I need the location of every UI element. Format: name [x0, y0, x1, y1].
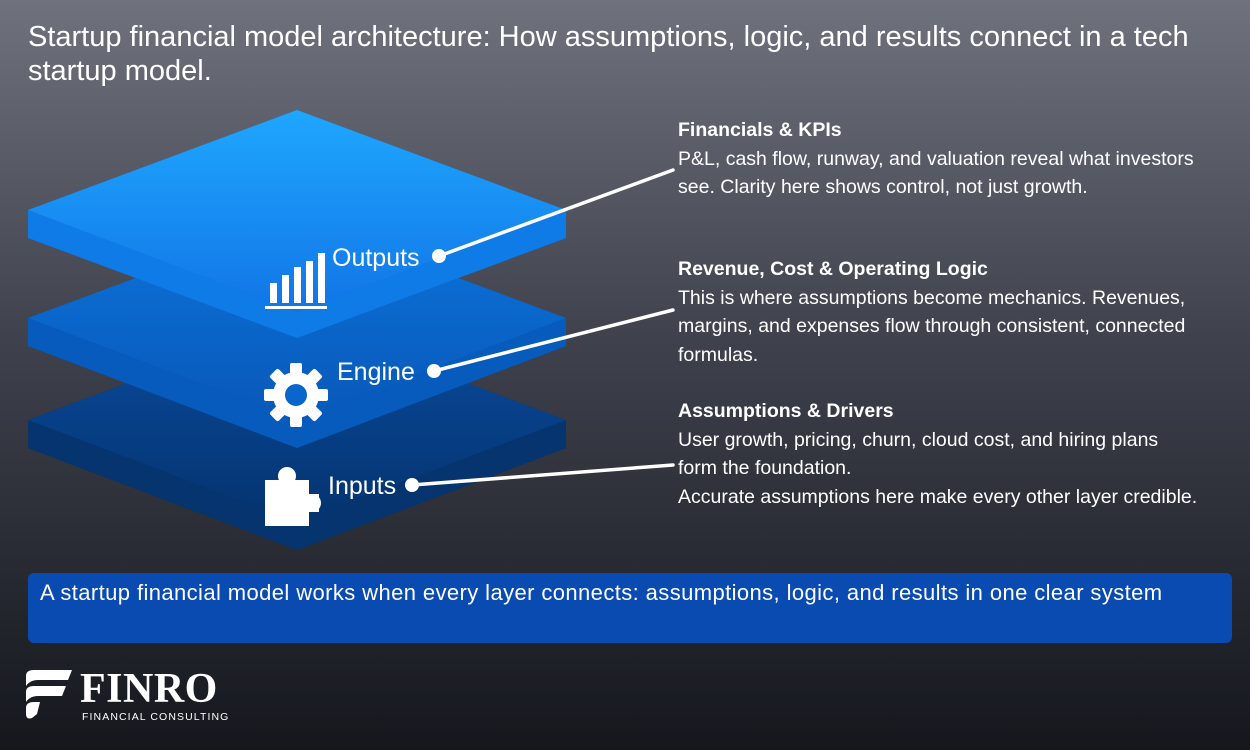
logo-name: FINRO — [80, 666, 218, 712]
outputs-description-block: Financials & KPIs P&L, cash flow, runway… — [678, 116, 1198, 202]
engine-description-block: Revenue, Cost & Operating Logic This is … — [678, 255, 1198, 369]
engine-label: Engine — [337, 358, 415, 386]
finro-logo-mark — [26, 670, 72, 719]
inputs-description: User growth, pricing, churn, cloud cost,… — [678, 428, 1159, 480]
inputs-description-block: Assumptions & Drivers User growth, prici… — [678, 397, 1198, 511]
connector-lines — [410, 168, 675, 487]
engine-description: This is where assumptions become mechani… — [678, 286, 1186, 366]
summary-banner: A startup financial model works when eve… — [28, 573, 1232, 643]
outputs-description: P&L, cash flow, runway, and valuation re… — [678, 147, 1194, 199]
outputs-heading: Financials & KPIs — [678, 119, 842, 141]
outputs-label: Outputs — [332, 244, 420, 272]
inputs-heading: Assumptions & Drivers — [678, 400, 894, 422]
inputs-label: Inputs — [328, 472, 397, 500]
gear-icon — [264, 363, 328, 427]
inputs-connector-dot — [405, 478, 419, 492]
engine-connector-dot — [427, 364, 441, 378]
finro-logo: FINRO FINANCIAL CONSULTING — [22, 666, 228, 727]
logo-tagline: FINANCIAL CONSULTING — [82, 711, 230, 723]
puzzle-piece-icon — [265, 467, 321, 526]
page-title: Startup financial model architecture: Ho… — [28, 21, 1189, 87]
engine-heading: Revenue, Cost & Operating Logic — [678, 258, 988, 280]
bar-chart-icon — [265, 253, 327, 309]
outputs-layer — [28, 110, 566, 338]
inputs-description-2: Accurate assumptions here make every oth… — [678, 485, 1198, 508]
outputs-connector-dot — [432, 249, 446, 263]
